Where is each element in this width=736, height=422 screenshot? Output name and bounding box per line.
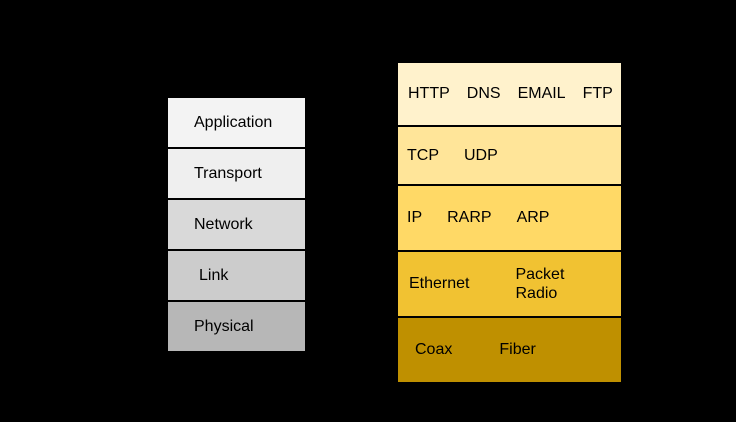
layer-label-application: Application	[194, 113, 273, 131]
layer-box-application: Application	[167, 97, 306, 148]
layer-name-stack: Application Transport Network Link Physi…	[167, 97, 306, 352]
layer-label-physical: Physical	[194, 317, 254, 335]
layer-label-transport: Transport	[194, 164, 262, 182]
layer-box-physical: Physical	[167, 301, 306, 352]
protocol-label-ip: IP	[407, 209, 423, 227]
protocol-label-http: HTTP	[408, 85, 450, 103]
protocol-label-dns: DNS	[466, 85, 501, 103]
protocol-label-packet-radio: Packet Radio	[515, 265, 565, 302]
protocol-example-stack: HTTP DNS EMAIL FTP TCP UDP IP RARP ARP E…	[397, 62, 622, 383]
protocol-label-ftp: FTP	[582, 85, 613, 103]
layer-box-network: Network	[167, 199, 306, 250]
protocol-label-tcp: TCP	[407, 146, 439, 164]
protocol-label-fiber: Fiber	[499, 341, 536, 359]
layer-label-link: Link	[199, 266, 229, 284]
layer-box-link: Link	[167, 250, 306, 301]
protocol-label-rarp: RARP	[447, 209, 492, 227]
protocol-label-udp: UDP	[464, 146, 498, 164]
protocol-box-physical: Coax Fiber	[397, 317, 622, 383]
protocol-box-link: Ethernet Packet Radio	[397, 251, 622, 317]
protocol-label-arp: ARP	[516, 209, 550, 227]
layer-box-transport: Transport	[167, 148, 306, 199]
protocol-label-coax: Coax	[415, 341, 453, 359]
layer-label-network: Network	[194, 215, 253, 233]
protocol-box-network: IP RARP ARP	[397, 185, 622, 251]
protocol-label-ethernet: Ethernet	[409, 275, 470, 293]
protocol-box-transport: TCP UDP	[397, 126, 622, 185]
protocol-label-email: EMAIL	[517, 85, 566, 103]
protocol-box-application: HTTP DNS EMAIL FTP	[397, 62, 622, 126]
